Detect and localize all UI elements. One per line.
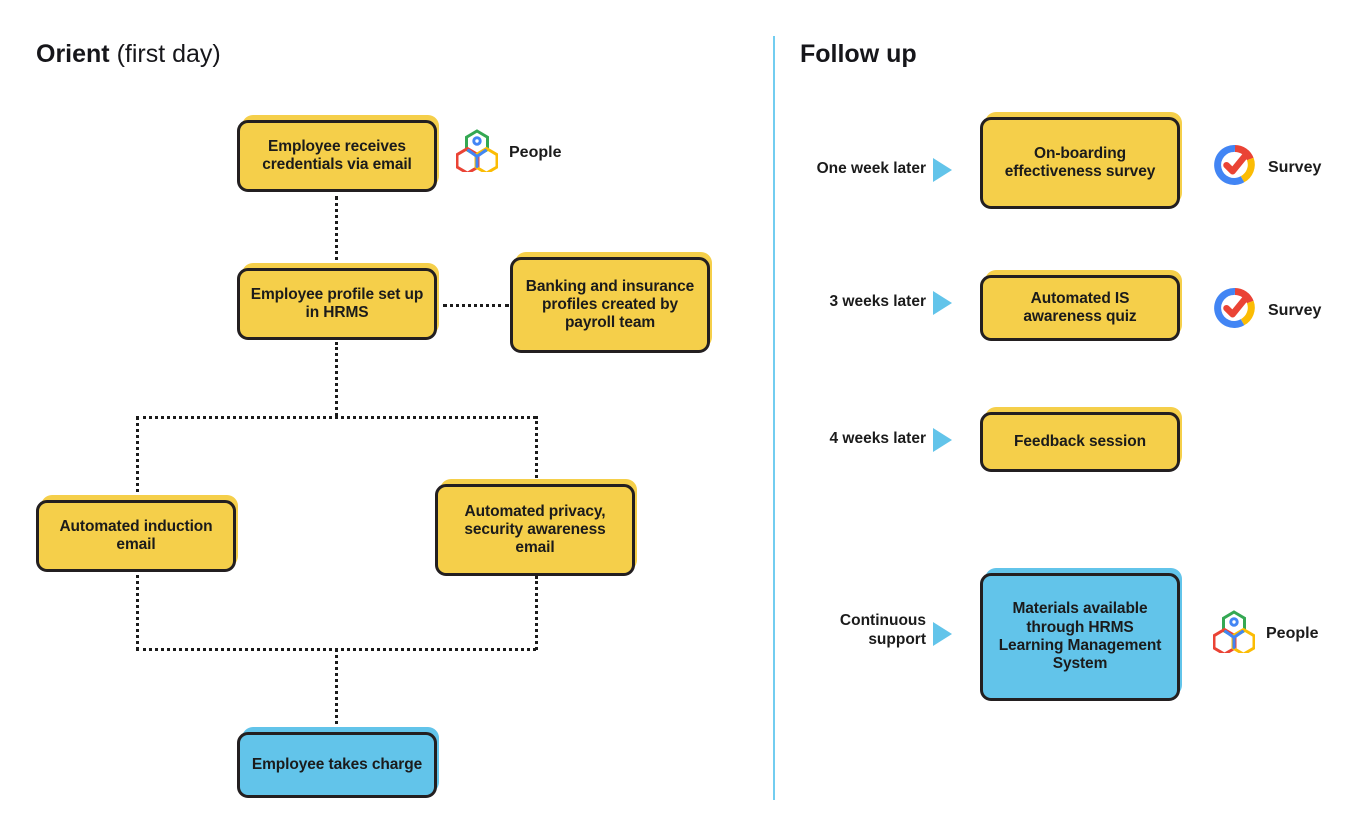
flow-node-onboarding-survey-label: On-boarding effectiveness survey	[1004, 144, 1156, 180]
connector-branch-to-privacy	[535, 416, 538, 484]
flow-node-induction-email-label: Automated induction email	[59, 517, 213, 553]
flow-node-credentials-label: Employee receives credentials via email	[262, 137, 412, 173]
flow-node-is-awareness-quiz[interactable]: Automated IS awareness quiz	[980, 275, 1180, 341]
flow-node-is-awareness-quiz-label: Automated IS awareness quiz	[1023, 289, 1137, 325]
people-hexagon-icon	[1212, 609, 1256, 658]
flow-node-privacy-security-email[interactable]: Automated privacy, security awareness em…	[435, 484, 635, 576]
flow-node-lms-materials-label: Materials available through HRMS Learnin…	[998, 600, 1162, 673]
play-triangle-icon-one-week	[933, 158, 952, 182]
connector-branch-to-induction	[136, 416, 139, 500]
connector-credentials-to-hrms	[335, 196, 338, 268]
survey-check-donut-icon	[1213, 143, 1257, 192]
followup-timing-one-week: One week later	[816, 160, 926, 177]
flow-node-feedback-session-label: Feedback session	[1014, 432, 1146, 450]
flow-node-takes-charge[interactable]: Employee takes charge	[237, 732, 437, 798]
flow-node-hrms-profile-label: Employee profile set up in HRMS	[250, 285, 424, 321]
legend-survey-three-weeks: Survey	[1213, 286, 1321, 335]
flow-node-hrms-profile[interactable]: Employee profile set up in HRMS	[237, 268, 437, 340]
orient-title-bold: Orient	[36, 40, 110, 68]
connector-branch-bar	[136, 416, 536, 419]
legend-people-orient: People	[455, 128, 562, 177]
flow-node-banking-insurance[interactable]: Banking and insurance profiles created b…	[510, 257, 710, 353]
legend-people-continuous-label: People	[1266, 624, 1319, 642]
legend-survey-three-weeks-label: Survey	[1268, 301, 1322, 319]
connector-privacy-to-merge	[535, 576, 538, 650]
legend-survey-one-week: Survey	[1213, 143, 1321, 192]
flow-node-feedback-session[interactable]: Feedback session	[980, 412, 1180, 472]
flow-node-onboarding-survey[interactable]: On-boarding effectiveness survey	[980, 117, 1180, 209]
people-hexagon-icon	[455, 128, 499, 177]
connector-hrms-to-branch	[335, 342, 338, 416]
legend-people-continuous: People	[1212, 609, 1319, 658]
legend-people-orient-label: People	[509, 143, 562, 161]
followup-timing-continuous: Continuous support	[839, 612, 926, 648]
legend-survey-one-week-label: Survey	[1268, 158, 1322, 176]
followup-timing-three-weeks: 3 weeks later	[829, 293, 926, 310]
page-title-followup: Follow up	[800, 40, 917, 68]
flow-node-privacy-security-email-label: Automated privacy, security awareness em…	[464, 502, 606, 557]
page-title-orient: Orient (first day)	[36, 42, 221, 67]
flow-node-induction-email[interactable]: Automated induction email	[36, 500, 236, 572]
connector-induction-to-merge	[136, 568, 139, 650]
play-triangle-icon-three-weeks	[933, 291, 952, 315]
flow-node-banking-insurance-label: Banking and insurance profiles created b…	[525, 277, 695, 332]
play-triangle-icon-four-weeks	[933, 428, 952, 452]
connector-merge-to-takes-charge	[335, 648, 338, 732]
play-triangle-icon-continuous	[933, 622, 952, 646]
orient-title-regular: (first day)	[116, 40, 221, 68]
connector-hrms-to-banking	[443, 304, 509, 307]
survey-check-donut-icon	[1213, 286, 1257, 335]
followup-timing-four-weeks: 4 weeks later	[829, 430, 926, 447]
flow-node-credentials[interactable]: Employee receives credentials via email	[237, 120, 437, 192]
column-divider	[773, 36, 775, 800]
flow-node-takes-charge-label: Employee takes charge	[251, 755, 423, 773]
flow-node-lms-materials[interactable]: Materials available through HRMS Learnin…	[980, 573, 1180, 701]
